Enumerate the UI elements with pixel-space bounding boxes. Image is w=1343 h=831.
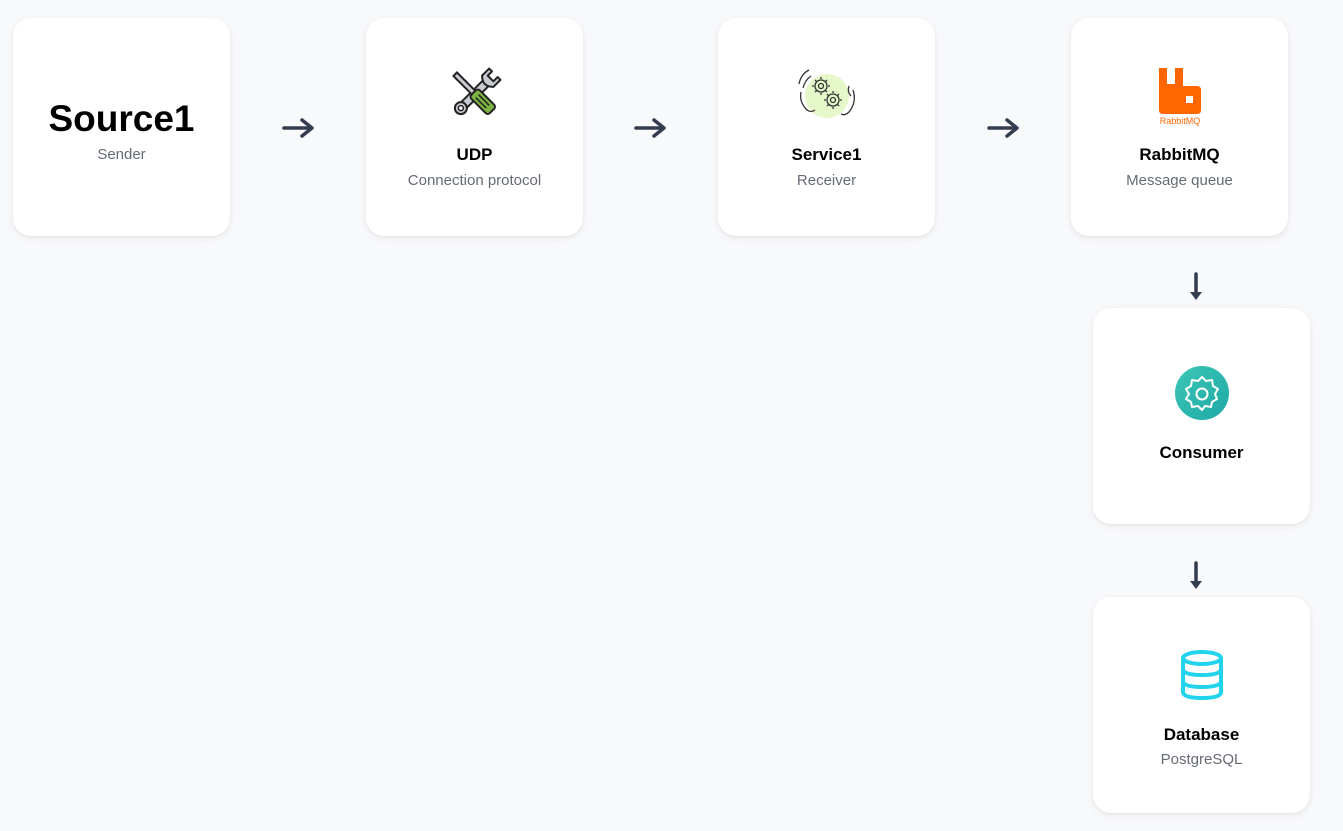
node-title: Consumer	[1159, 443, 1244, 462]
node-title: Service1	[791, 145, 862, 164]
node-service[interactable]: Service1 Receiver	[718, 18, 935, 236]
arrow-down-icon	[1190, 272, 1202, 300]
database-icon	[1180, 650, 1223, 701]
node-title: Database	[1163, 725, 1240, 744]
node-udp[interactable]: UDP Connection protocol	[366, 18, 583, 236]
node-database[interactable]: Database PostgreSQL	[1093, 597, 1310, 813]
node-title: Source1	[48, 98, 195, 139]
arrow-right-icon	[987, 118, 1019, 138]
svg-text:RabbitMQ: RabbitMQ	[1159, 116, 1200, 126]
node-consumer[interactable]: Consumer	[1093, 308, 1310, 524]
gears-hands-icon	[797, 69, 855, 118]
tools-icon	[451, 67, 501, 116]
node-title: UDP	[456, 145, 493, 164]
node-subtitle: PostgreSQL	[1160, 751, 1243, 768]
arrow-down-icon	[1190, 561, 1202, 589]
node-subtitle: Sender	[97, 146, 146, 163]
node-subtitle: Receiver	[796, 172, 857, 189]
node-subtitle: Connection protocol	[407, 172, 542, 189]
arrow-right-icon	[282, 118, 314, 138]
node-rabbitmq[interactable]: RabbitMQ RabbitMQ Message queue	[1071, 18, 1288, 236]
node-subtitle: Message queue	[1126, 172, 1233, 189]
node-title: RabbitMQ	[1139, 145, 1220, 164]
gear-icon	[1174, 366, 1229, 420]
rabbitmq-logo: RabbitMQ	[1158, 68, 1201, 126]
arrow-right-icon	[634, 118, 666, 138]
node-source[interactable]: Source1 Sender	[13, 18, 230, 236]
